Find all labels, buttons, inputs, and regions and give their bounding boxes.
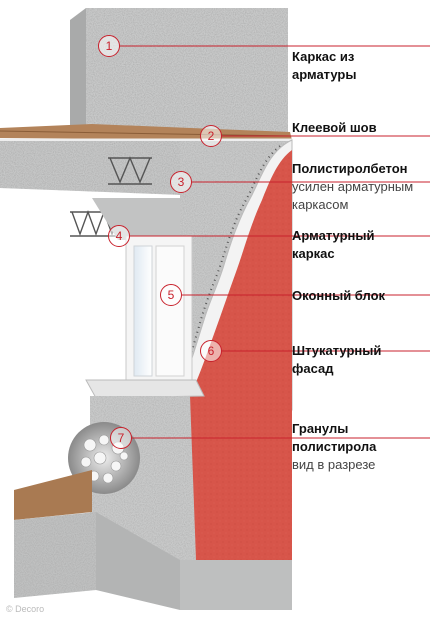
upper-concrete-column	[70, 8, 288, 132]
callout-2-line-1: Клеевой шов	[292, 120, 377, 135]
leader-lines	[120, 45, 430, 439]
callout-label-6: Штукатурный фасад	[292, 342, 381, 378]
callout-5-line-1: Оконный блок	[292, 288, 386, 303]
upper-floor-seam	[0, 130, 291, 137]
callout-label-5: Оконный блок	[292, 287, 385, 305]
callout-6-line-2: фасад	[292, 361, 334, 376]
callout-marker-1: 1	[98, 35, 120, 57]
callout-label-1: Каркас из арматуры	[292, 48, 356, 84]
callout-1-line-1: Каркас из	[292, 49, 355, 64]
slab-rebar-truss	[108, 156, 152, 185]
callout-marker-7: 7	[110, 427, 132, 449]
callout-1-line-2: арматуры	[292, 67, 357, 82]
callout-label-3: Полистиролбетон усилен арматурным каркас…	[292, 160, 413, 214]
callout-3-line-1: Полистиролбетон	[292, 161, 408, 176]
window-sill	[85, 379, 205, 399]
callout-7-line-2: полистирола	[292, 439, 377, 454]
callout-marker-5: 5	[160, 284, 182, 306]
callout-6-line-1: Штукатурный	[292, 343, 382, 358]
lower-floor-wood	[14, 470, 92, 520]
callout-7-line-1: Гранулы	[292, 421, 349, 436]
callout-label-4: Арматурный каркас	[292, 227, 374, 263]
callout-7-line-3: вид в разрезе	[292, 457, 376, 472]
callout-4-line-1: Арматурный	[292, 228, 375, 243]
callout-marker-2: 2	[200, 125, 222, 147]
callout-marker-3: 3	[170, 171, 192, 193]
watermark: © Decoro	[6, 604, 45, 614]
window-block	[125, 235, 193, 387]
callout-3-line-2: усилен арматурным	[292, 179, 414, 194]
callout-3-line-3: каркасом	[292, 197, 349, 212]
callout-marker-4: 4	[108, 225, 130, 247]
foundation-block	[14, 512, 292, 610]
callout-4-line-2: каркас	[292, 246, 335, 261]
callout-marker-6: 6	[200, 340, 222, 362]
callout-label-7: Гранулы полистирола вид в разрезе	[292, 420, 376, 474]
callout-label-2: Клеевой шов	[292, 119, 377, 137]
